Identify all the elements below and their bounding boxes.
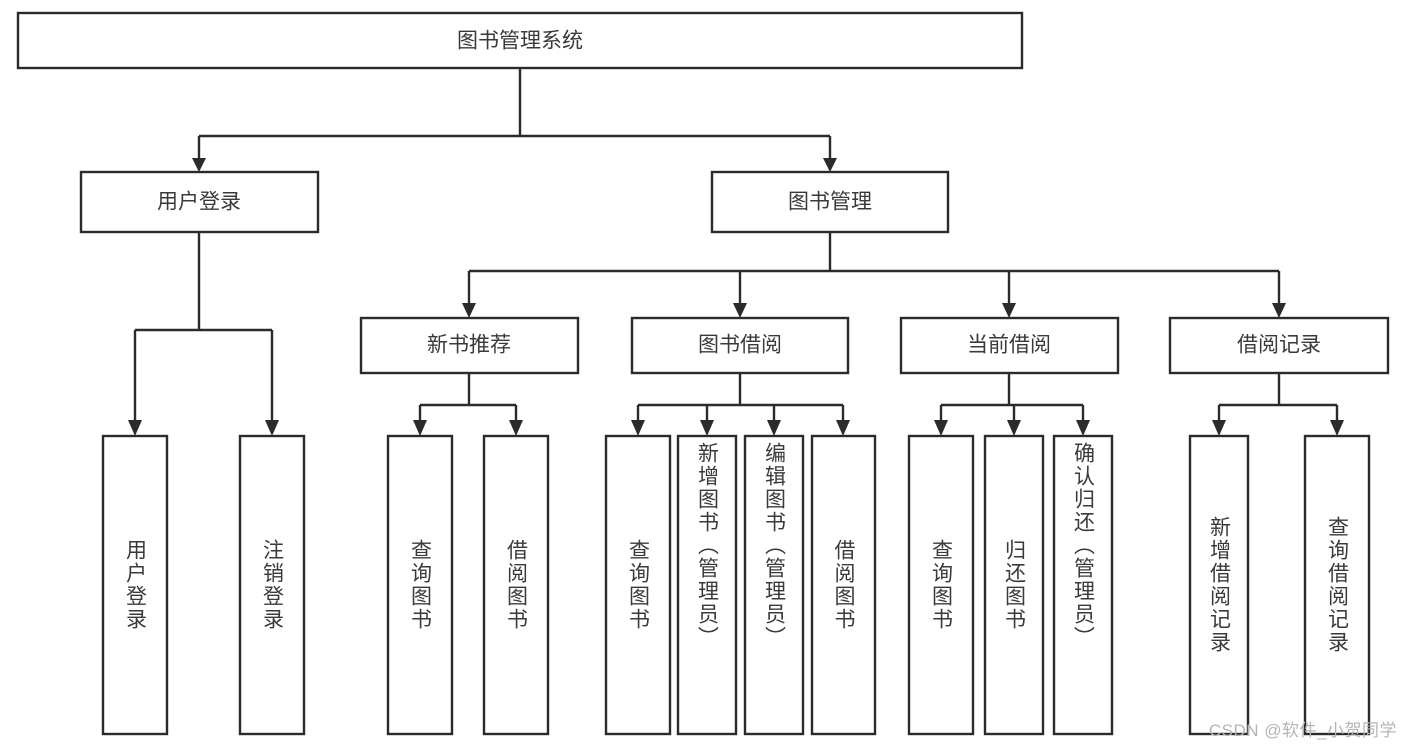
node-book-manage[interactable]: 图书管理 — [710, 170, 950, 234]
node-leaf-query-book-2-box[interactable] — [604, 434, 672, 736]
node-borrow-record-label: 借阅记录 — [1237, 334, 1321, 357]
node-leaf-add-book-box[interactable] — [676, 434, 738, 736]
arrowhead-book-borrow — [733, 303, 747, 318]
arrowhead-leaf-borrow-book-2 — [836, 420, 850, 436]
node-new-book-rec-label: 新书推荐 — [427, 334, 511, 357]
node-borrow-record-box[interactable] — [1168, 316, 1390, 375]
arrowhead-leaf-query-record — [1330, 420, 1344, 436]
node-leaf-user-login-box[interactable] — [101, 434, 169, 736]
arrowhead-new-book-rec — [462, 303, 476, 318]
arrowhead-borrow-record — [1272, 303, 1286, 318]
node-current-borrow-label: 当前借阅 — [967, 334, 1051, 357]
arrowhead-leaf-user-login — [128, 420, 142, 436]
node-leaf-add-record-box[interactable] — [1188, 434, 1250, 736]
node-leaf-edit-book-box[interactable] — [743, 434, 805, 736]
arrowhead-leaf-borrow-book-1 — [509, 420, 523, 436]
leaf-box-layer — [101, 434, 1371, 736]
node-leaf-borrow-book-1-box[interactable] — [482, 434, 550, 736]
node-root[interactable]: 图书管理系统 — [16, 11, 1024, 70]
arrowhead-leaf-query-book-1 — [413, 420, 427, 436]
arrowhead-leaf-return-book — [1007, 420, 1021, 436]
node-current-borrow-box[interactable] — [899, 316, 1120, 375]
node-user-login-label: 用户登录 — [157, 191, 241, 214]
node-leaf-logout-box[interactable] — [238, 434, 306, 736]
arrowhead-leaf-query-book-3 — [934, 420, 948, 436]
node-current-borrow[interactable]: 当前借阅 — [899, 316, 1120, 375]
arrowhead-leaf-logout — [265, 420, 279, 436]
node-borrow-record[interactable]: 借阅记录 — [1168, 316, 1390, 375]
arrowhead-leaf-add-book — [700, 420, 714, 436]
node-root-box[interactable] — [16, 11, 1024, 70]
node-book-borrow[interactable]: 图书借阅 — [630, 316, 850, 375]
node-leaf-confirm-return-box[interactable] — [1052, 434, 1114, 736]
node-book-borrow-box[interactable] — [630, 316, 850, 375]
watermark-text: CSDN @软件_小贺同学 — [1208, 721, 1397, 740]
arrowhead-current-borrow — [1002, 303, 1016, 318]
node-user-login[interactable]: 用户登录 — [79, 170, 320, 234]
arrowhead-leaf-edit-book — [767, 420, 781, 436]
arrowhead-book-manage — [823, 158, 837, 172]
node-leaf-query-book-1-box[interactable] — [386, 434, 454, 736]
arrowhead-leaf-add-record — [1212, 420, 1226, 436]
node-user-login-box[interactable] — [79, 170, 320, 234]
node-new-book-rec-box[interactable] — [359, 316, 580, 375]
node-book-manage-label: 图书管理 — [788, 191, 872, 214]
arrowhead-user-login — [192, 158, 206, 172]
arrowhead-leaf-query-book-2 — [631, 420, 645, 436]
node-leaf-return-book-box[interactable] — [983, 434, 1045, 736]
arrowhead-leaf-confirm-return — [1076, 420, 1090, 436]
node-leaf-query-record-box[interactable] — [1303, 434, 1371, 736]
connector-layer — [128, 68, 1344, 436]
node-new-book-rec[interactable]: 新书推荐 — [359, 316, 580, 375]
node-leaf-borrow-book-2-box[interactable] — [810, 434, 877, 736]
node-root-label: 图书管理系统 — [457, 30, 583, 53]
node-leaf-query-book-3-box[interactable] — [907, 434, 975, 736]
node-book-manage-box[interactable] — [710, 170, 950, 234]
node-book-borrow-label: 图书借阅 — [698, 334, 782, 357]
